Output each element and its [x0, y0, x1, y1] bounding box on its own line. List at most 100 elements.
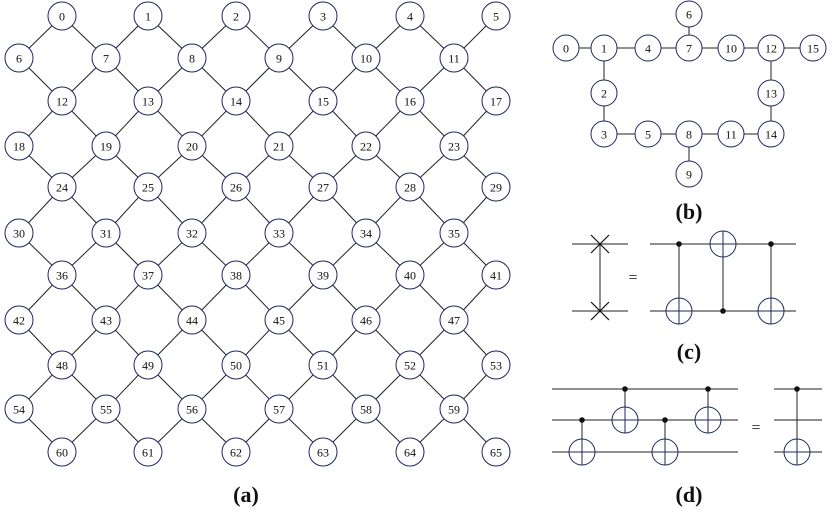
- lattice-qubit: 42: [4, 305, 34, 335]
- svg-text:37: 37: [142, 269, 154, 283]
- lattice-qubit: 27: [308, 172, 338, 202]
- lattice-qubit: 54: [4, 394, 34, 424]
- lattice-qubit: 49: [133, 350, 163, 380]
- lattice-qubit: 36: [47, 260, 77, 290]
- svg-text:6: 6: [686, 8, 692, 22]
- svg-text:0: 0: [563, 42, 569, 56]
- d-cnot-2: [611, 386, 639, 434]
- lattice-qubit: 8: [177, 43, 207, 73]
- svg-text:36: 36: [56, 269, 68, 283]
- svg-text:12: 12: [56, 95, 68, 109]
- chain-qubit: 14: [757, 120, 785, 148]
- svg-text:54: 54: [13, 403, 25, 417]
- svg-text:48: 48: [56, 359, 68, 373]
- chain-qubit: 10: [717, 34, 745, 62]
- svg-text:64: 64: [404, 446, 416, 460]
- svg-text:63: 63: [317, 446, 329, 460]
- svg-text:2: 2: [601, 87, 607, 101]
- lattice-qubit: 33: [264, 218, 294, 248]
- lattice-qubit: 16: [395, 86, 425, 116]
- chain-qubit: 1: [590, 34, 618, 62]
- lattice-qubit: 44: [177, 305, 207, 335]
- lattice-qubit: 15: [308, 86, 338, 116]
- lattice-qubit: 29: [481, 172, 511, 202]
- lattice-qubit: 35: [439, 218, 469, 248]
- svg-text:14: 14: [230, 95, 242, 109]
- svg-text:1: 1: [601, 42, 607, 56]
- lattice-qubit: 32: [177, 218, 207, 248]
- lattice-qubit: 14: [221, 86, 251, 116]
- cnot-3: [757, 241, 785, 325]
- chain-qubit: 8: [675, 120, 703, 148]
- lattice-qubit: 51: [308, 350, 338, 380]
- lattice-qubit: 10: [351, 43, 381, 73]
- chain-qubit: 3: [590, 120, 618, 148]
- svg-text:23: 23: [448, 140, 460, 154]
- d-cnot-1: [568, 417, 596, 466]
- lattice-qubit: 20: [177, 131, 207, 161]
- svg-text:59: 59: [448, 403, 460, 417]
- chain-qubit: 12: [757, 34, 785, 62]
- svg-text:12: 12: [765, 42, 777, 56]
- lattice-qubit: 63: [308, 437, 338, 467]
- svg-text:55: 55: [100, 403, 112, 417]
- lattice-edges: [18, 15, 497, 453]
- svg-text:7: 7: [686, 42, 692, 56]
- svg-text:38: 38: [230, 269, 242, 283]
- svg-text:24: 24: [56, 181, 68, 195]
- control-dot: [768, 241, 774, 247]
- lattice-qubit: 25: [133, 172, 163, 202]
- svg-text:39: 39: [317, 269, 329, 283]
- svg-text:0: 0: [59, 10, 65, 24]
- lattice-qubit: 24: [47, 172, 77, 202]
- lattice-qubit: 30: [4, 218, 34, 248]
- lattice-qubit: 1: [133, 1, 163, 31]
- svg-text:53: 53: [490, 359, 502, 373]
- svg-text:16: 16: [404, 95, 416, 109]
- lattice-qubit: 18: [4, 131, 34, 161]
- lattice-qubit: 13: [133, 86, 163, 116]
- lattice-qubit: 61: [133, 437, 163, 467]
- svg-text:34: 34: [360, 227, 372, 241]
- lattice-qubit: 62: [221, 437, 251, 467]
- lattice-qubit: 39: [308, 260, 338, 290]
- svg-text:15: 15: [317, 95, 329, 109]
- svg-text:33: 33: [273, 227, 285, 241]
- lattice-qubit: 46: [351, 305, 381, 335]
- lattice-qubit: 26: [221, 172, 251, 202]
- svg-text:21: 21: [273, 140, 285, 154]
- svg-text:60: 60: [56, 446, 68, 460]
- panel-label-d: (d): [676, 482, 703, 507]
- svg-text:4: 4: [407, 10, 413, 24]
- svg-text:45: 45: [273, 314, 285, 328]
- lattice-qubit: 58: [351, 394, 381, 424]
- d-cnot-4: [694, 386, 722, 434]
- lattice-qubit: 37: [133, 260, 163, 290]
- lattice-qubit: 43: [91, 305, 121, 335]
- svg-text:26: 26: [230, 181, 242, 195]
- svg-text:9: 9: [686, 168, 692, 182]
- svg-text:22: 22: [360, 140, 372, 154]
- chain-qubit: 5: [634, 120, 662, 148]
- svg-text:6: 6: [16, 52, 22, 66]
- lattice-qubit: 65: [481, 437, 511, 467]
- svg-text:50: 50: [230, 359, 242, 373]
- svg-text:13: 13: [142, 95, 154, 109]
- svg-text:32: 32: [186, 227, 198, 241]
- lattice-qubit: 55: [91, 394, 121, 424]
- cnot-2: [709, 230, 737, 314]
- lattice-qubit: 12: [47, 86, 77, 116]
- svg-text:7: 7: [103, 52, 109, 66]
- lattice-qubit: 60: [47, 437, 77, 467]
- svg-text:10: 10: [360, 52, 372, 66]
- lattice-qubit: 6: [4, 43, 34, 73]
- svg-text:52: 52: [404, 359, 416, 373]
- svg-text:44: 44: [186, 314, 198, 328]
- svg-text:8: 8: [189, 52, 195, 66]
- svg-text:19: 19: [100, 140, 112, 154]
- control-dot: [720, 308, 726, 314]
- svg-text:11: 11: [725, 128, 737, 142]
- lattice-qubit: 5: [481, 1, 511, 31]
